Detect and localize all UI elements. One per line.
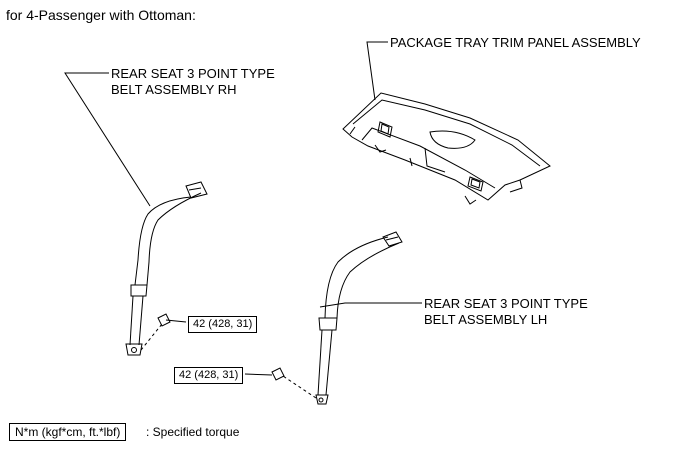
belt-lh-assembly [244,231,403,405]
belt-lh-label-line2: BELT ASSEMBLY LH [424,312,548,327]
leader-belt-lh [319,302,422,308]
torque-box-lh: 42 (428, 31) [174,367,244,384]
belt-rh-label-line1: REAR SEAT 3 POINT TYPE [111,66,275,81]
package-tray-label: PACKAGE TRAY TRIM PANEL ASSEMBLY [390,35,641,50]
page-title: for 4-Passenger with Ottoman: [6,7,196,23]
package-tray-panel [342,92,551,205]
belt-rh-assembly [125,181,208,356]
leader-package-tray [366,41,388,101]
belt-lh-label-line1: REAR SEAT 3 POINT TYPE [424,296,588,311]
leader-belt-rh [64,72,151,207]
torque-legend-description: : Specified torque [146,425,240,439]
belt-rh-label-line2: BELT ASSEMBLY RH [111,82,237,97]
torque-box-rh: 42 (428, 31) [188,316,258,333]
torque-unit-legend: N*m (kgf*cm, ft.*lbf) [9,423,127,441]
